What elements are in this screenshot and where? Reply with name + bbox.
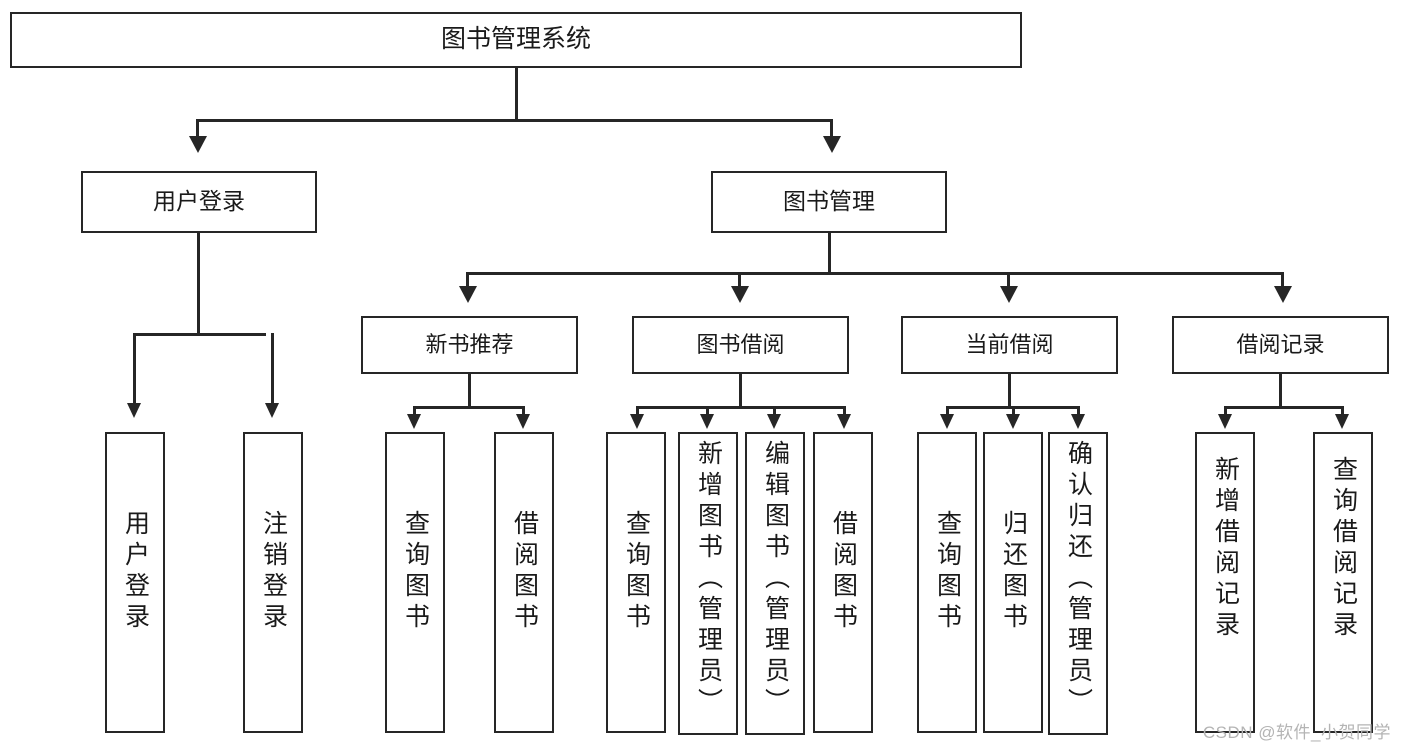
connector-level3-drop-3 [1281,272,1284,288]
arrowhead-level2-0 [189,136,207,153]
node-root-label: 图书管理系统 [440,25,591,54]
leaf-borrow-book-recommend-label: 借阅图书 [510,510,539,634]
connector-level2-bar [196,119,833,122]
arrowhead-borrow-0 [630,414,644,429]
connector-record-drop-1 [1341,406,1344,417]
arrowhead-recommend-1 [516,414,530,429]
arrowhead-userlogin-0 [127,403,141,418]
leaf-borrow-book-borrow[interactable]: 借阅图书 [813,432,873,733]
leaf-confirm-return-admin-label: 确认归还（管理员） [1064,440,1093,719]
node-book-management[interactable]: 图书管理 [711,171,947,233]
connector-borrow-drop-2 [773,406,776,417]
connector-recommend-drop-1 [522,406,525,417]
arrowhead-record-0 [1218,414,1232,429]
leaf-query-book-recommend-label: 查询图书 [401,510,430,634]
arrowhead-borrow-2 [767,414,781,429]
leaf-query-book-current[interactable]: 查询图书 [917,432,977,733]
connector-userlogin-stem [197,233,200,335]
arrowhead-level3-1 [731,286,749,303]
node-current-borrow[interactable]: 当前借阅 [901,316,1118,374]
leaf-return-book-label: 归还图书 [999,510,1028,634]
node-current-borrow-label: 当前借阅 [965,332,1054,358]
arrowhead-borrow-3 [837,414,851,429]
leaf-add-borrow-record-label: 新增借阅记录 [1211,456,1240,642]
connector-level3-drop-0 [466,272,469,288]
arrowhead-level2-1 [823,136,841,153]
arrowhead-current-1 [1006,414,1020,429]
arrowhead-recommend-0 [407,414,421,429]
leaf-query-book-borrow[interactable]: 查询图书 [606,432,666,733]
connector-level3-drop-2 [1007,272,1010,288]
connector-level3-bar [466,272,1284,275]
leaf-user-login[interactable]: 用户登录 [105,432,165,733]
leaf-add-borrow-record[interactable]: 新增借阅记录 [1195,432,1255,733]
connector-borrow-drop-1 [706,406,709,417]
connector-current-drop-0 [946,406,949,417]
leaf-edit-book-admin[interactable]: 编辑图书（管理员） [745,432,805,735]
leaf-query-borrow-record[interactable]: 查询借阅记录 [1313,432,1373,733]
node-new-book-recommend-label: 新书推荐 [425,332,514,358]
leaf-query-book-recommend[interactable]: 查询图书 [385,432,445,733]
leaf-query-book-borrow-label: 查询图书 [622,510,651,634]
connector-recommend-stem [468,374,471,408]
connector-borrow-stem [739,374,742,408]
leaf-logout[interactable]: 注销登录 [243,432,303,733]
connector-recommend-bar [413,406,525,409]
arrowhead-level3-3 [1274,286,1292,303]
connector-borrow-drop-0 [636,406,639,417]
leaf-borrow-book-borrow-label: 借阅图书 [829,510,858,634]
arrowhead-current-0 [940,414,954,429]
connector-userlogin-drop-1 [271,333,274,406]
node-book-management-label: 图书管理 [783,188,875,215]
connector-borrow-drop-3 [843,406,846,417]
leaf-edit-book-admin-label: 编辑图书（管理员） [761,440,790,719]
node-user-login-label: 用户登录 [153,188,245,215]
node-book-borrow[interactable]: 图书借阅 [632,316,849,374]
connector-record-bar [1224,406,1344,409]
connector-bookmgmt-stem [828,233,831,275]
node-borrow-record-label: 借阅记录 [1236,332,1325,358]
connector-record-drop-0 [1224,406,1227,417]
arrowhead-current-2 [1071,414,1085,429]
arrowhead-level3-0 [459,286,477,303]
node-root[interactable]: 图书管理系统 [10,12,1022,68]
leaf-logout-label: 注销登录 [259,510,288,634]
connector-level2-drop-1 [830,119,833,139]
connector-level3-drop-1 [738,272,741,288]
connector-root-stem [515,68,518,121]
connector-record-stem [1279,374,1282,408]
connector-userlogin-drop-0 [133,333,136,406]
connector-current-drop-1 [1012,406,1015,417]
arrowhead-userlogin-1 [265,403,279,418]
arrowhead-record-1 [1335,414,1349,429]
leaf-user-login-label: 用户登录 [121,510,150,634]
arrowhead-borrow-1 [700,414,714,429]
leaf-borrow-book-recommend[interactable]: 借阅图书 [494,432,554,733]
leaf-add-book-admin[interactable]: 新增图书（管理员） [678,432,738,735]
node-book-borrow-label: 图书借阅 [696,332,785,358]
node-borrow-record[interactable]: 借阅记录 [1172,316,1389,374]
node-user-login[interactable]: 用户登录 [81,171,317,233]
arrowhead-level3-2 [1000,286,1018,303]
leaf-query-book-current-label: 查询图书 [933,510,962,634]
connector-userlogin-bar [133,333,266,336]
connector-level2-drop-0 [196,119,199,139]
connector-current-drop-2 [1077,406,1080,417]
node-new-book-recommend[interactable]: 新书推荐 [361,316,578,374]
connector-current-stem [1008,374,1011,408]
leaf-return-book[interactable]: 归还图书 [983,432,1043,733]
connector-borrow-bar [636,406,846,409]
leaf-confirm-return-admin[interactable]: 确认归还（管理员） [1048,432,1108,735]
connector-recommend-drop-0 [413,406,416,417]
leaf-query-borrow-record-label: 查询借阅记录 [1329,456,1358,642]
leaf-add-book-admin-label: 新增图书（管理员） [694,440,723,719]
